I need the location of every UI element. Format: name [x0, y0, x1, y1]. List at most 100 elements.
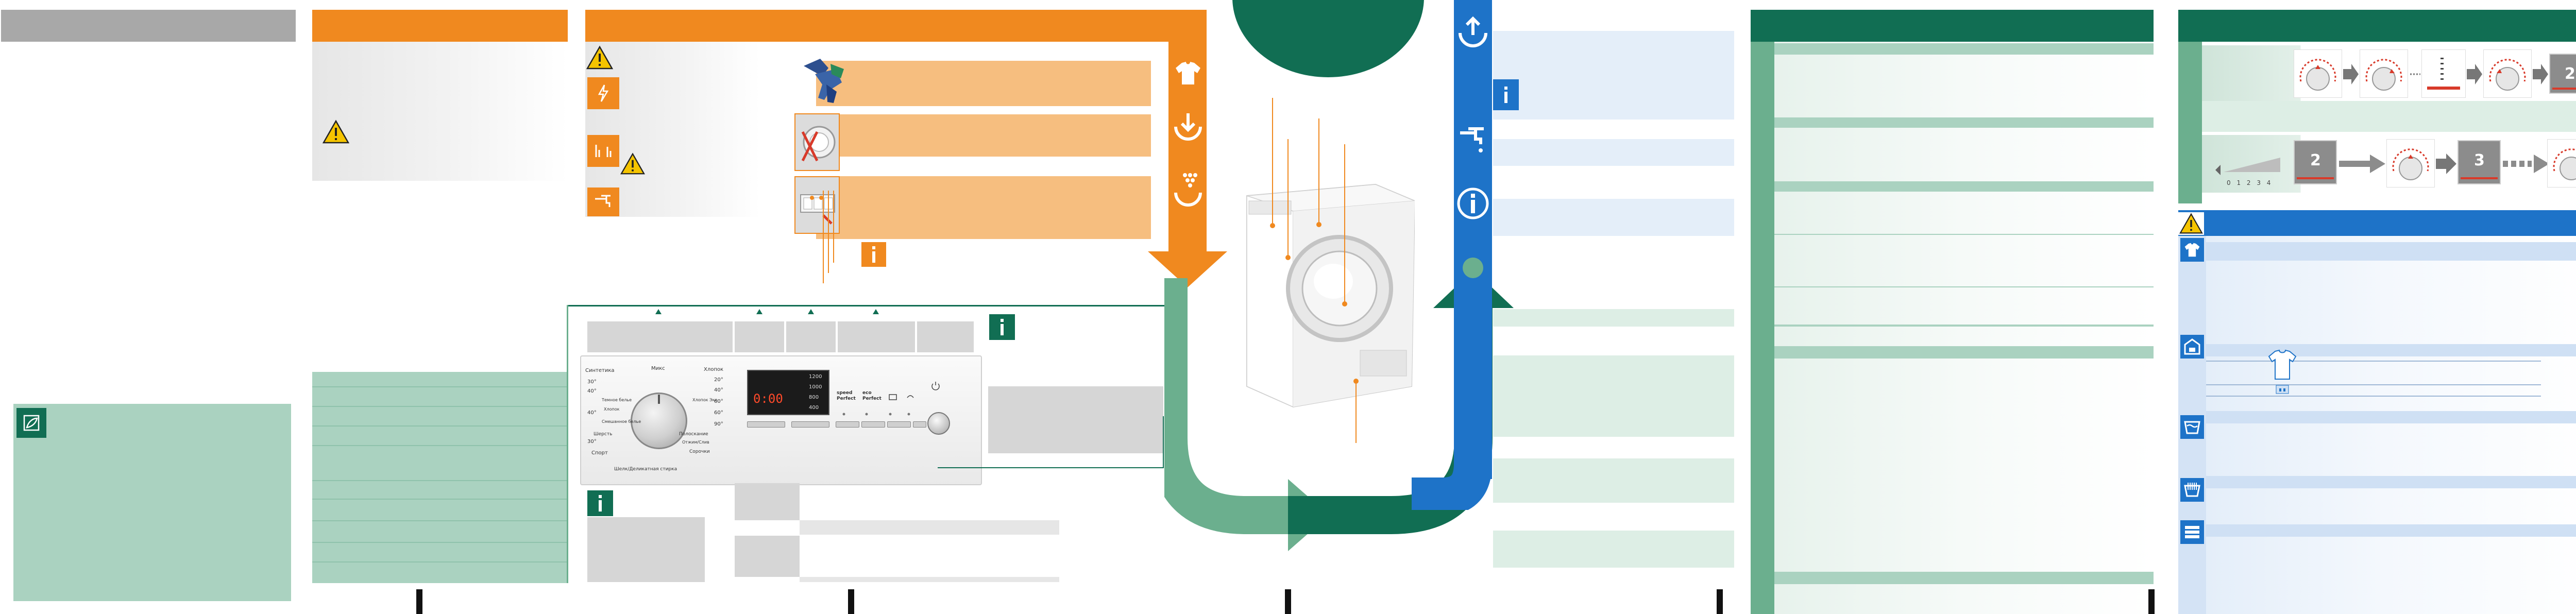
- callout-box-dial: [587, 321, 733, 352]
- callout-box-options: [838, 321, 915, 352]
- dial-label: 30°: [587, 379, 597, 385]
- display-button-1[interactable]: [747, 421, 785, 428]
- start-button[interactable]: [927, 412, 950, 435]
- panel-4-green-box-4: [1493, 531, 1734, 568]
- step-display-3: 3: [2458, 140, 2501, 184]
- option-button-1[interactable]: [836, 421, 859, 428]
- step-number: 3: [2474, 151, 2485, 169]
- laundry-care-icon: [2180, 335, 2204, 359]
- dial-label: 60°: [714, 410, 723, 416]
- page-marker-2: [848, 589, 854, 614]
- panel-1-tip-box: [13, 404, 291, 601]
- eco-perfect-label: eco Perfect: [862, 390, 882, 401]
- dial-label: 20°: [714, 377, 723, 383]
- temperature-icon: [888, 393, 897, 402]
- dial-label: Микс: [651, 366, 665, 371]
- leader-lines: [819, 191, 840, 283]
- control-panel-illustration: Синтетика 30° 40° Темное белье Хлопок 40…: [580, 355, 982, 485]
- dial-step-image: [2294, 49, 2342, 98]
- led-row: [837, 412, 929, 416]
- panel-6-lower-content: [2206, 236, 2576, 614]
- panel-6-thin-rule: [2206, 361, 2541, 362]
- warning-triangle-icon: [586, 45, 613, 70]
- rinse-icon: [906, 393, 915, 402]
- step-arrow-icon: [2343, 64, 2359, 84]
- panel-1-header-bar: [1, 10, 296, 42]
- dial-label: Хлопок: [704, 367, 724, 372]
- panel-5-rule: [1774, 117, 2154, 128]
- washing-temperature-icon: [2180, 478, 2204, 502]
- bottom-grey-box-2: [735, 483, 800, 520]
- dial-label: 60°: [714, 399, 723, 404]
- dial-label: 90°: [714, 421, 723, 427]
- panel-4-blue-box-2: [1493, 139, 1734, 166]
- dial-label: Полоскание: [679, 432, 708, 437]
- panel-2-grey-gradient: [312, 42, 568, 181]
- speed-perfect-label: speed Perfect: [837, 390, 856, 401]
- load-arrow-icon: [1172, 111, 1205, 145]
- panel-5-header-bar: [1751, 10, 2154, 42]
- panel-5-content: [1774, 42, 2154, 614]
- step-strip-2: [816, 114, 1151, 157]
- start-pointer-line: [938, 416, 1164, 473]
- page-marker-5: [2148, 589, 2155, 614]
- panel-5-rule: [1774, 43, 2154, 55]
- option-button-4[interactable]: [913, 421, 926, 428]
- dial-label: 40°: [714, 387, 723, 393]
- page-marker-3: [1285, 589, 1291, 614]
- step-strip-3: [816, 176, 1151, 239]
- step-arrow-icon: [2339, 154, 2385, 174]
- spin-speed: 400: [809, 405, 819, 411]
- display-button-2[interactable]: [791, 421, 829, 428]
- dial-label: 40°: [587, 410, 597, 416]
- panel-5-left-stripe: [1751, 42, 1774, 614]
- step-arrow-icon: [2503, 154, 2549, 174]
- blue-flow-bar-curve: [1412, 453, 1492, 510]
- upload-arrow-icon: [1456, 14, 1490, 52]
- option-button-3[interactable]: [887, 421, 911, 428]
- panel-2-table: [312, 372, 568, 583]
- callout-box-display-1: [735, 321, 784, 352]
- panel-6-left-stripe: [2178, 42, 2202, 203]
- info-circle-icon: [1456, 186, 1490, 220]
- hose-connection-icon: [587, 135, 619, 167]
- callout-pointers: [587, 307, 979, 322]
- panel-4-blue-box-3: [1493, 199, 1734, 236]
- panel-4-green-box-3: [1493, 458, 1734, 503]
- dial-label: Темное белье: [602, 398, 632, 402]
- shirt-care-image: [2268, 348, 2297, 398]
- dial-pointer: [658, 395, 660, 404]
- lcd-display: 0:00 1200 1000 800 400: [747, 370, 829, 415]
- panel-6-rule: [2206, 411, 2576, 423]
- blue-flow-bar: [1454, 0, 1492, 479]
- step-number: 2: [2310, 151, 2321, 169]
- panel-4-green-box-2: [1493, 355, 1734, 437]
- washing-machine-image: [1236, 180, 1415, 411]
- callout-box-start: [917, 321, 974, 352]
- start-pause-icon: [930, 380, 941, 390]
- laundry-sorting-image: [800, 54, 849, 107]
- step-arrow-icon: [2467, 64, 2482, 84]
- bottom-grey-box-1: [587, 517, 705, 582]
- panel-6-thin-rule: [2206, 396, 2541, 397]
- panel-6-thin-rule: [2206, 384, 2541, 385]
- panel-6-rule: [2206, 344, 2576, 356]
- info-icon: [989, 314, 1015, 340]
- start-circle-marker: [1463, 258, 1483, 278]
- water-tap-icon: [1456, 124, 1490, 155]
- step-arrow-icon: [2409, 64, 2421, 84]
- step-arrow-icon: [2436, 154, 2456, 174]
- start-callout-box: [988, 386, 1163, 453]
- dial-step-image: [2547, 139, 2576, 187]
- bottom-line-2: [800, 577, 1059, 582]
- level-indicator-image: [2421, 49, 2466, 98]
- dark-green-half-circle: [1232, 0, 1424, 77]
- dial-label: Хлопок: [604, 407, 620, 412]
- spin-speed: 1000: [809, 384, 822, 390]
- panel-5-rule: [1774, 325, 2154, 327]
- control-panel-frame: [567, 305, 1185, 306]
- option-button-2[interactable]: [861, 421, 885, 428]
- list-icon: [2180, 520, 2204, 544]
- dial-label: Шерсть: [594, 432, 613, 437]
- callout-box-display-2: [786, 321, 836, 352]
